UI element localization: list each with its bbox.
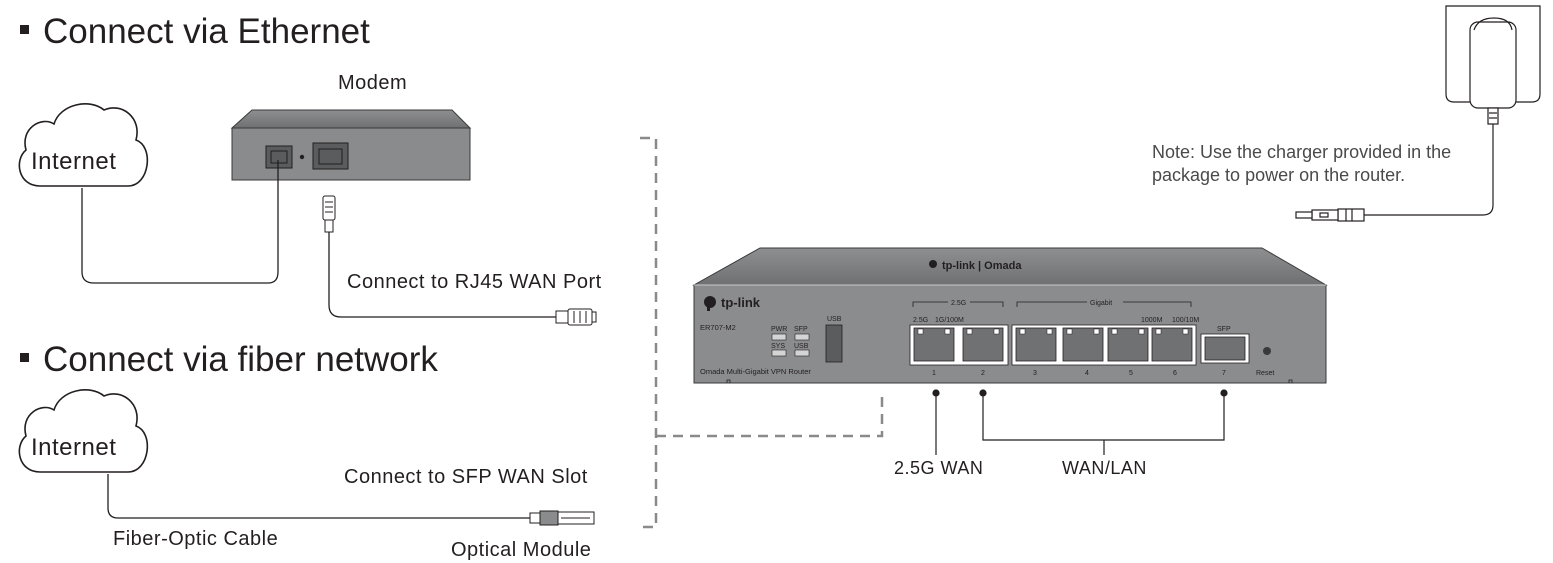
port-number-4: 4	[1085, 370, 1089, 377]
port-2	[962, 327, 1004, 362]
dashed-connector	[656, 390, 884, 438]
port-number-7: 7	[1222, 370, 1226, 377]
port-number-1: 1	[932, 370, 936, 377]
internet-cloud-bottom	[18, 389, 149, 473]
tp-link-logo: tp-link	[704, 295, 761, 311]
router-device: tp-link | Omada tp-link ER707-M2 Omada M…	[692, 247, 1328, 384]
router-description: Omada Multi-Gigabit VPN Router	[700, 367, 811, 376]
speed-1000m-label: 1000M	[1141, 317, 1163, 324]
port-6	[1151, 327, 1193, 362]
internet-cloud-top	[18, 103, 149, 187]
power-adapter	[1295, 5, 1541, 222]
group-25g-label: 2.5G	[951, 300, 966, 307]
ethernet-cable-wan	[328, 232, 556, 318]
dashed-bracket	[640, 136, 658, 529]
port-number-6: 6	[1173, 370, 1177, 377]
speed-100m-label: 100/10M	[1172, 317, 1199, 324]
usb-label: USB	[827, 316, 842, 323]
internet-label-top: Internet	[31, 148, 117, 175]
port-3	[1015, 327, 1057, 362]
section-title-ethernet: Connect via Ethernet	[20, 12, 370, 52]
rj45-plug-modem	[322, 195, 336, 233]
section-title-fiber: Connect via fiber network	[20, 340, 438, 380]
port-number-3: 3	[1033, 370, 1037, 377]
wan-lan-label: WAN/LAN	[1062, 458, 1147, 478]
port-number-2: 2	[981, 370, 985, 377]
optical-module-label: Optical Module	[451, 539, 592, 561]
port-5	[1107, 327, 1149, 362]
modem-label: Modem	[338, 72, 408, 94]
internet-label-bottom: Internet	[31, 434, 117, 461]
connect-rj45-label: Connect to RJ45 WAN Port	[347, 271, 602, 293]
led-pwr	[771, 333, 787, 341]
port-1	[913, 327, 955, 362]
callout-lines	[932, 389, 1228, 455]
ethernet-cable-internet	[81, 160, 279, 284]
reset-button	[1263, 347, 1271, 355]
router-brand-text: tp-link	[721, 295, 761, 310]
reset-label: Reset	[1256, 370, 1274, 377]
led-sfp	[794, 333, 810, 341]
router-model: ER707-M2	[700, 323, 736, 332]
speed-1g-label: 1G/100M	[935, 317, 964, 324]
connect-sfp-label: Connect to SFP WAN Slot	[344, 466, 588, 488]
modem-device	[230, 109, 472, 181]
router-top-logo-text: tp-link | Omada	[942, 260, 1022, 272]
sfp-label: SFP	[1217, 326, 1231, 333]
section-title-fiber-text: Connect via fiber network	[43, 340, 438, 379]
section-title-ethernet-text: Connect via Ethernet	[43, 12, 370, 51]
sfp-slot	[1200, 333, 1250, 364]
omada-top-logo: tp-link | Omada	[929, 260, 1022, 272]
bullet-icon	[20, 25, 29, 35]
port-4	[1062, 327, 1104, 362]
led-pwr-label: PWR	[771, 326, 787, 333]
fiber-optic-cable	[107, 474, 530, 519]
port-number-5: 5	[1129, 370, 1133, 377]
group-gigabit-label: Gigabit	[1090, 300, 1112, 307]
rj45-plug-router	[555, 308, 597, 326]
usb-port	[825, 324, 843, 363]
led-usb-label: USB	[794, 343, 809, 350]
bullet-icon	[20, 353, 29, 363]
optical-module	[529, 510, 595, 526]
led-sfp-label: SFP	[794, 326, 808, 333]
charger-note: Note: Use the charger provided in the pa…	[1152, 142, 1452, 185]
led-usb	[794, 349, 810, 357]
led-sys	[771, 349, 787, 357]
led-sys-label: SYS	[771, 343, 785, 350]
fiber-cable-label: Fiber-Optic Cable	[113, 528, 279, 550]
led-indicators: PWR SFP SYS USB	[771, 326, 810, 357]
speed-25g-label: 2.5G	[913, 317, 928, 324]
wan-25g-label: 2.5G WAN	[894, 458, 984, 478]
